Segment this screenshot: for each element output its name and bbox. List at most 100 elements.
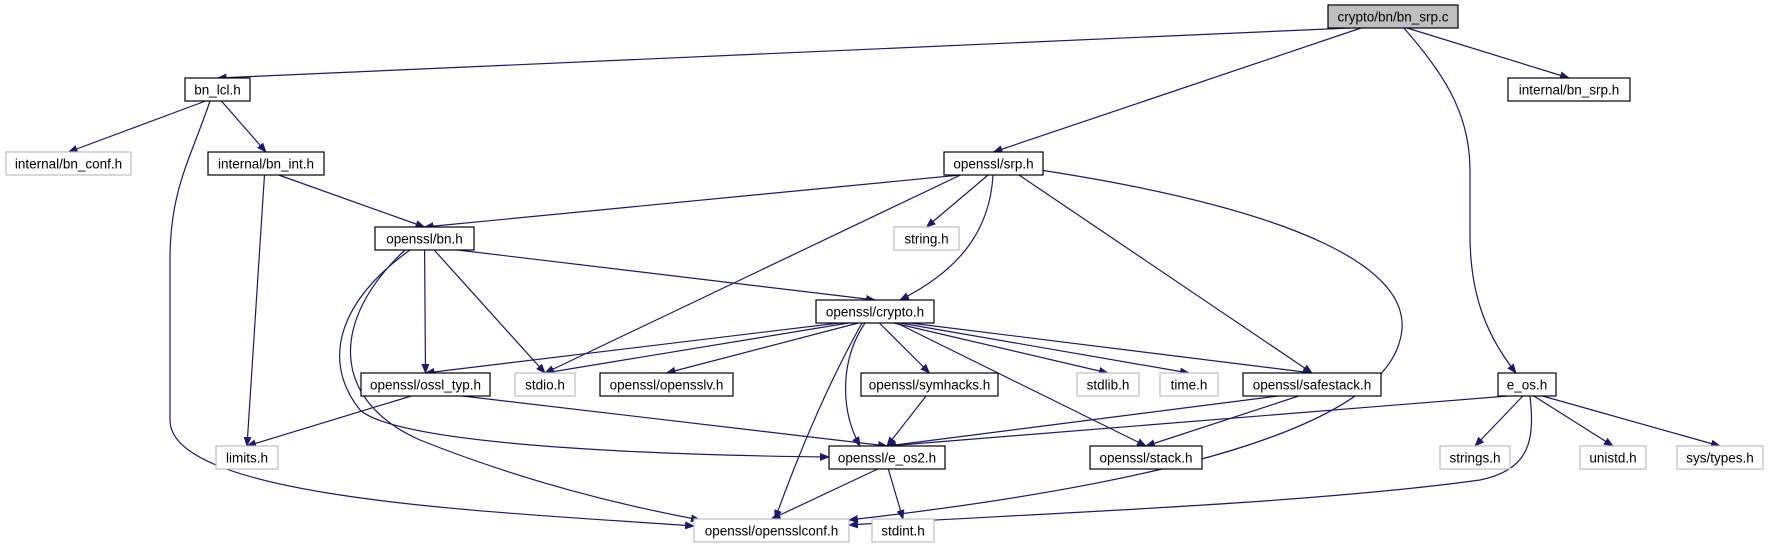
edge-line xyxy=(421,249,430,374)
edge-openssl-crypto-h-to-openssl-ossl-typ-h xyxy=(424,322,840,376)
node-box xyxy=(693,518,850,543)
edge-line xyxy=(909,322,1313,376)
node-box xyxy=(871,518,935,543)
edge-line xyxy=(1542,395,1721,448)
node-label: openssl/symhacks.h xyxy=(869,378,991,393)
edge-bn-srp-c-to-e-os-h xyxy=(1403,27,1517,374)
node-box xyxy=(1676,445,1764,470)
node-limits-h: limits.h xyxy=(215,445,279,470)
edge-line xyxy=(1474,395,1524,447)
node-openssl-stack-h[interactable]: openssl/stack.h xyxy=(1089,445,1203,470)
edge-openssl-bn-h-to-openssl-crypto-h xyxy=(457,249,876,303)
node-openssl-safestack-h[interactable]: openssl/safestack.h xyxy=(1242,372,1382,397)
edge-line xyxy=(774,322,863,520)
node-label: stdint.h xyxy=(881,524,925,539)
node-internal-bn-int-h[interactable]: internal/bn_int.h xyxy=(207,151,325,176)
node-string-h: string.h xyxy=(893,226,960,251)
node-label: time.h xyxy=(1171,378,1208,393)
edge-line xyxy=(896,322,1147,447)
edge-line xyxy=(462,395,888,449)
node-openssl-ossl-typ-h[interactable]: openssl/ossl_typ.h xyxy=(360,372,491,397)
node-label: openssl/srp.h xyxy=(953,157,1033,172)
edge-line xyxy=(544,174,961,374)
node-box xyxy=(374,226,475,251)
node-box xyxy=(207,151,325,176)
edge-openssl-srp-h-to-stdio-h xyxy=(544,174,961,374)
node-bn-lcl-h[interactable]: bn_lcl.h xyxy=(184,77,251,102)
edge-e-os-h-to-unistd-h xyxy=(1533,395,1614,447)
edge-line xyxy=(925,174,989,228)
edge-line xyxy=(424,322,840,376)
edge-bn-lcl-h-to-internal-bn-conf-h xyxy=(67,100,206,153)
edge-internal-bn-int-h-to-limits-h xyxy=(243,174,266,447)
edge-openssl-crypto-h-to-openssl-opensslconf-h xyxy=(774,322,863,520)
edge-line xyxy=(878,322,931,374)
edge-line xyxy=(1533,395,1614,447)
edge-openssl-safestack-h-to-openssl-e-os2-h xyxy=(886,395,1279,449)
edge-line xyxy=(900,322,1190,376)
node-label: openssl/crypto.h xyxy=(826,305,924,320)
edge-e-os-h-to-strings-h xyxy=(1474,395,1524,447)
node-stdlib-h: stdlib.h xyxy=(1076,372,1140,397)
node-label: unistd.h xyxy=(1589,451,1636,466)
node-openssl-crypto-h[interactable]: openssl/crypto.h xyxy=(815,299,935,324)
edge-bn-srp-c-to-openssl-srp-h xyxy=(992,27,1362,153)
node-box xyxy=(1497,372,1557,397)
node-box xyxy=(828,445,946,470)
edge-bn-lcl-h-to-openssl-opensslconf-h xyxy=(169,100,695,530)
node-openssl-opensslv-h[interactable]: openssl/opensslv.h xyxy=(599,372,734,397)
node-openssl-srp-h[interactable]: openssl/srp.h xyxy=(943,151,1044,176)
node-box xyxy=(184,77,251,102)
edge-line xyxy=(886,395,1279,449)
node-box xyxy=(514,372,576,397)
node-label: openssl/bn.h xyxy=(386,232,463,247)
node-label: internal/bn_int.h xyxy=(218,157,314,172)
node-openssl-e-os2-h[interactable]: openssl/e_os2.h xyxy=(828,445,946,470)
node-openssl-opensslconf-h: openssl/opensslconf.h xyxy=(693,518,850,543)
edge-line xyxy=(893,322,1109,375)
edge-bn-lcl-h-to-internal-bn-int-h xyxy=(220,100,267,153)
node-label: openssl/opensslconf.h xyxy=(705,524,839,539)
edge-line xyxy=(848,395,1533,529)
node-label: string.h xyxy=(904,232,948,247)
edge-openssl-crypto-h-to-openssl-stack-h xyxy=(896,322,1147,447)
node-box xyxy=(1076,372,1140,397)
edge-line xyxy=(992,27,1362,153)
edge-line xyxy=(1018,174,1313,374)
edge-openssl-ossl-typ-h-to-openssl-e-os2-h xyxy=(462,395,888,449)
edge-openssl-srp-h-to-string-h xyxy=(925,174,989,228)
node-internal-bn-srp-h[interactable]: internal/bn_srp.h xyxy=(1507,77,1631,102)
edge-line xyxy=(423,174,961,231)
node-box xyxy=(860,372,999,397)
node-e-os-h[interactable]: e_os.h xyxy=(1497,372,1557,397)
node-stdio-h: stdio.h xyxy=(514,372,576,397)
node-label: openssl/e_os2.h xyxy=(838,451,936,466)
node-label: openssl/ossl_typ.h xyxy=(370,378,481,393)
edge-openssl-crypto-h-to-openssl-e-os2-h xyxy=(845,322,866,447)
node-label: stdlib.h xyxy=(1087,378,1130,393)
node-box xyxy=(1089,445,1203,470)
edge-line xyxy=(1406,27,1570,80)
edge-line xyxy=(1403,27,1517,374)
node-label: internal/bn_srp.h xyxy=(1519,83,1620,98)
edge-line xyxy=(278,174,426,228)
node-label: sys/types.h xyxy=(1686,451,1754,466)
edge-line xyxy=(169,100,695,530)
edge-e-os-h-to-sys-types-h xyxy=(1542,395,1721,448)
edge-openssl-bn-h-to-openssl-e-os2-h xyxy=(339,249,830,461)
node-box xyxy=(360,372,491,397)
edge-line xyxy=(220,100,267,153)
node-strings-h: strings.h xyxy=(1439,445,1511,470)
edge-openssl-srp-h-to-openssl-safestack-h xyxy=(1018,174,1313,374)
node-box xyxy=(893,226,960,251)
node-label: openssl/safestack.h xyxy=(1253,378,1372,393)
node-box xyxy=(1579,445,1647,470)
edge-openssl-crypto-h-to-openssl-safestack-h xyxy=(909,322,1313,376)
edge-line xyxy=(770,468,879,520)
node-openssl-bn-h[interactable]: openssl/bn.h xyxy=(374,226,475,251)
node-openssl-symhacks-h[interactable]: openssl/symhacks.h xyxy=(860,372,999,397)
edge-line xyxy=(845,322,866,447)
edge-openssl-e-os2-h-to-stdint-h xyxy=(887,468,905,520)
node-label: limits.h xyxy=(226,451,268,466)
node-bn-srp-c[interactable]: crypto/bn/bn_srp.c xyxy=(1327,4,1459,29)
